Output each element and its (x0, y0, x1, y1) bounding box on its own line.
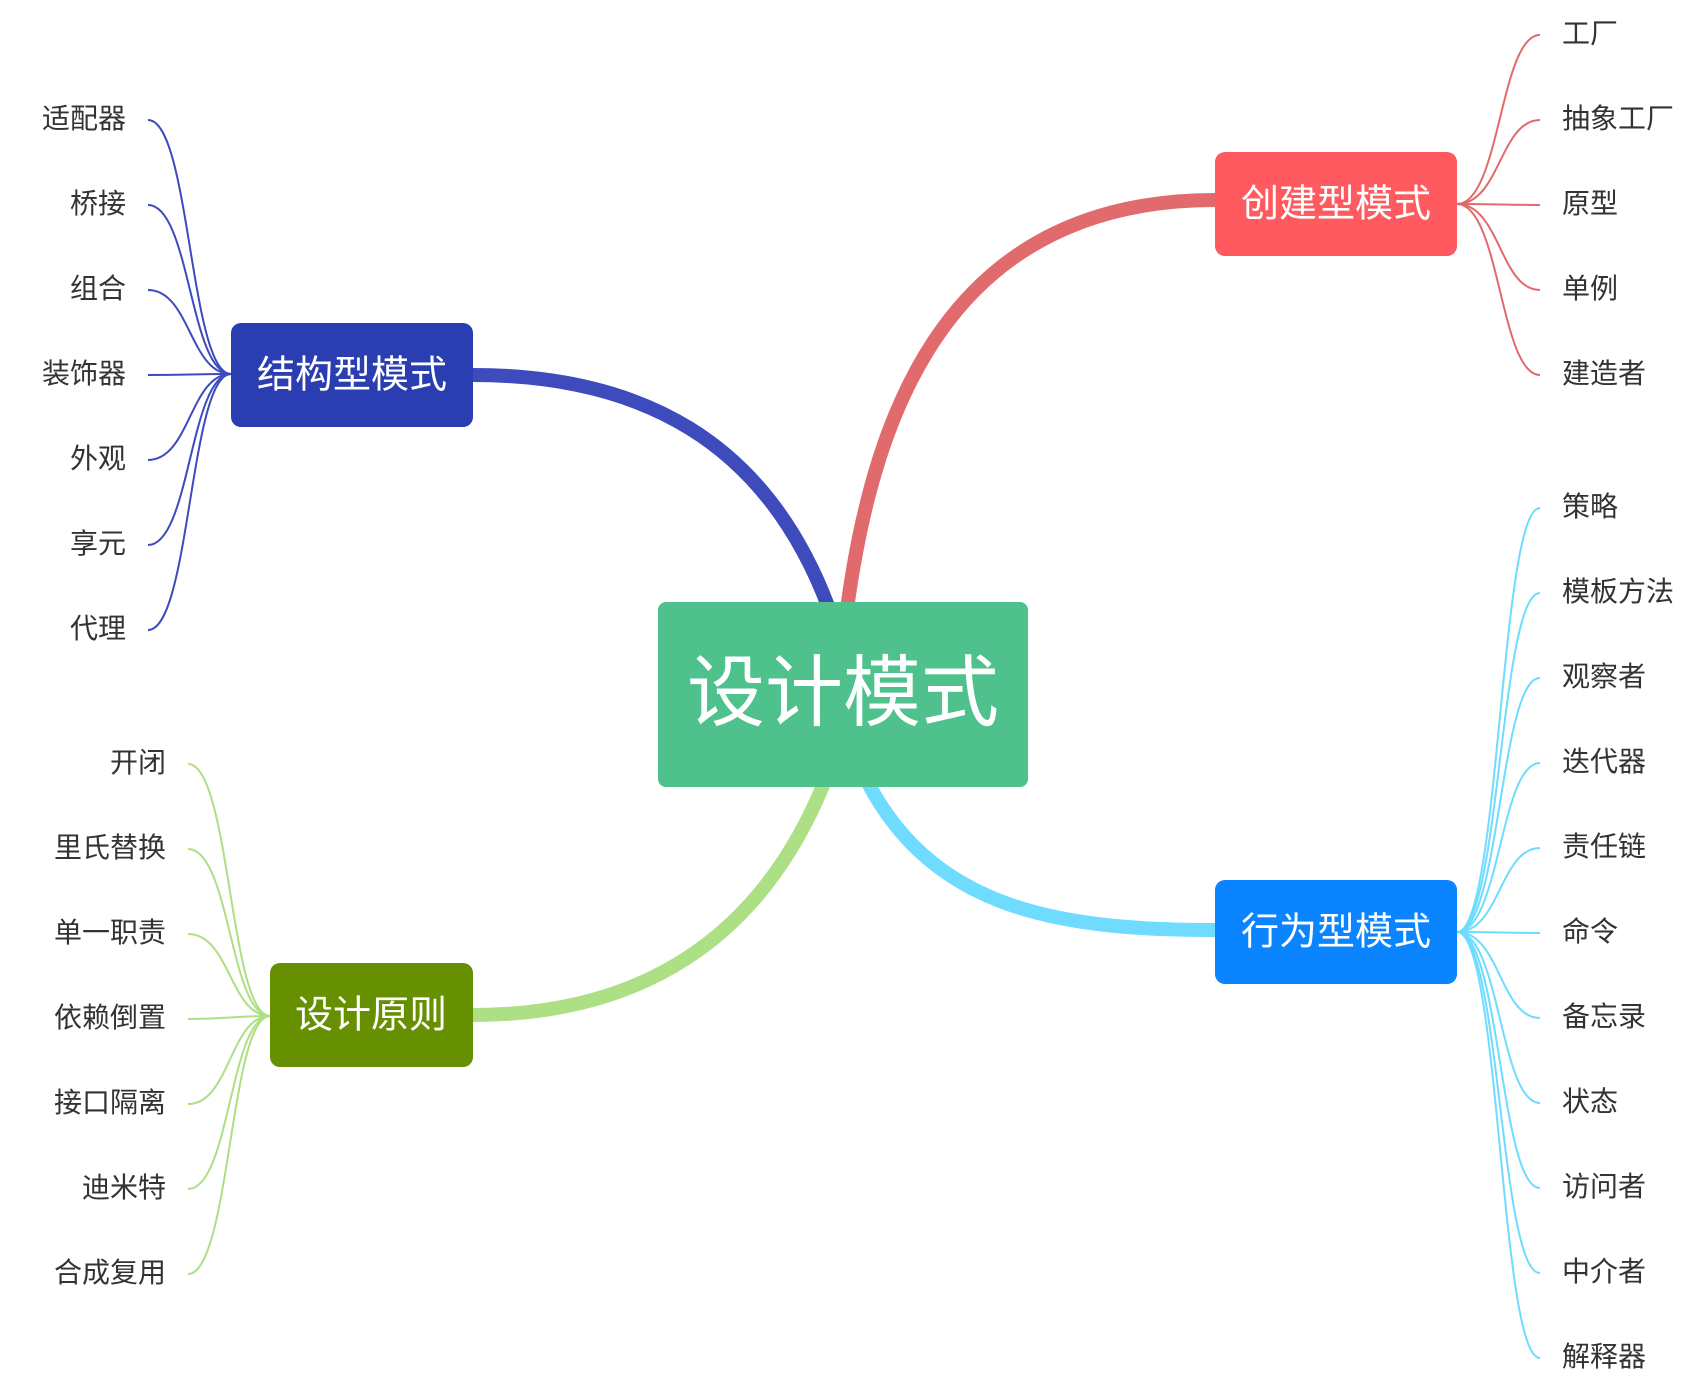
leaf-connector (147, 373, 232, 546)
leaf-label-structural[interactable]: 享元 (70, 527, 126, 560)
leaf-connector (1456, 592, 1541, 933)
branch-node-principles-label: 设计原则 (295, 993, 447, 1037)
leaf-connector (147, 373, 232, 376)
leaf-connector (187, 848, 271, 1017)
leaf-label-behavioral[interactable]: 迭代器 (1562, 745, 1646, 778)
leaf-connector (1456, 203, 1541, 376)
leaf-connector (147, 373, 232, 461)
branch-node-creational-label: 创建型模式 (1241, 182, 1431, 226)
leaf-label-creational[interactable]: 原型 (1562, 187, 1618, 220)
leaf-label-creational[interactable]: 工厂 (1562, 17, 1618, 50)
leaf-label-principles[interactable]: 里氏替换 (54, 831, 166, 864)
leaf-label-behavioral[interactable]: 责任链 (1562, 830, 1646, 863)
connector-behavioral (861, 776, 1222, 937)
leaf-label-behavioral[interactable]: 策略 (1562, 490, 1618, 523)
leaf-connectors-creational (1456, 34, 1541, 376)
leaf-connector (147, 289, 232, 375)
leaf-connector (1456, 931, 1541, 1189)
leaf-label-structural[interactable]: 装饰器 (42, 357, 126, 390)
leaf-label-creational[interactable]: 单例 (1562, 272, 1618, 305)
leaf-connector (187, 1015, 271, 1105)
leaf-connector (1456, 931, 1541, 934)
root-node[interactable]: 设计模式 (658, 602, 1028, 787)
connector-creational (841, 193, 1222, 609)
leaf-label-principles[interactable]: 依赖倒置 (54, 1001, 166, 1034)
leaf-connector (1456, 677, 1541, 933)
leaf-connectors-behavioral (1456, 507, 1541, 1359)
connector-principles (466, 776, 831, 1022)
branch-node-behavioral[interactable]: 行为型模式 (1215, 880, 1457, 984)
leaf-label-behavioral[interactable]: 状态 (1562, 1085, 1618, 1118)
leaf-label-principles[interactable]: 合成复用 (54, 1256, 166, 1289)
leaf-connector (187, 1015, 271, 1190)
leaf-label-structural[interactable]: 适配器 (42, 102, 126, 135)
branch-node-principles[interactable]: 设计原则 (270, 963, 473, 1067)
root-node-label: 设计模式 (687, 648, 999, 738)
leaf-label-behavioral[interactable]: 模板方法 (1562, 575, 1674, 608)
leaf-connector (187, 1015, 271, 1020)
leaf-label-behavioral[interactable]: 观察者 (1562, 660, 1646, 693)
leaf-connector (147, 373, 232, 631)
leaf-connectors-structural (147, 119, 232, 631)
leaf-connector (147, 119, 232, 375)
branch-node-principles-box (270, 963, 473, 1067)
leaf-connector (1456, 203, 1541, 206)
leaf-connector (1456, 931, 1541, 1019)
leaf-connector (1456, 762, 1541, 933)
branch-node-behavioral-box (1215, 880, 1457, 984)
leaf-connector (187, 933, 271, 1017)
leaf-connector (187, 1015, 271, 1275)
leaf-label-behavioral[interactable]: 命令 (1562, 915, 1618, 948)
leaf-label-principles[interactable]: 迪米特 (82, 1171, 166, 1204)
branch-node-behavioral-label: 行为型模式 (1241, 910, 1431, 954)
branch-node-structural-label: 结构型模式 (257, 353, 447, 397)
leaf-label-structural[interactable]: 桥接 (70, 187, 126, 220)
branch-node-creational[interactable]: 创建型模式 (1215, 152, 1457, 256)
branch-node-structural[interactable]: 结构型模式 (231, 323, 473, 427)
connector-structural (466, 368, 835, 613)
root-node-box (658, 602, 1028, 787)
leaf-label-behavioral[interactable]: 备忘录 (1562, 1000, 1646, 1033)
leaf-label-behavioral[interactable]: 解释器 (1562, 1340, 1646, 1373)
leaf-connector (187, 763, 271, 1017)
branch-node-structural-box (231, 323, 473, 427)
leaf-connector (1456, 119, 1541, 205)
leaf-connector (1456, 931, 1541, 1104)
leaf-label-behavioral[interactable]: 中介者 (1562, 1255, 1646, 1288)
leaf-connector (1456, 847, 1541, 933)
leaf-connectors-principles (187, 763, 271, 1275)
leaf-label-structural[interactable]: 代理 (70, 612, 126, 645)
leaf-label-structural[interactable]: 组合 (70, 272, 126, 305)
leaf-connector (1456, 34, 1541, 205)
branch-node-creational-box (1215, 152, 1457, 256)
leaf-label-principles[interactable]: 开闭 (110, 746, 166, 779)
leaf-connector (1456, 931, 1541, 1359)
leaf-connector (1456, 203, 1541, 291)
leaf-label-creational[interactable]: 抽象工厂 (1562, 102, 1674, 135)
leaf-label-creational[interactable]: 建造者 (1562, 357, 1646, 390)
leaf-label-structural[interactable]: 外观 (70, 442, 126, 475)
leaf-label-behavioral[interactable]: 访问者 (1562, 1170, 1646, 1203)
leaf-label-principles[interactable]: 单一职责 (54, 916, 166, 949)
leaf-connector (1456, 507, 1541, 933)
leaf-connector (147, 204, 232, 375)
leaf-label-principles[interactable]: 接口隔离 (54, 1086, 166, 1119)
leaf-connector (1456, 931, 1541, 1274)
